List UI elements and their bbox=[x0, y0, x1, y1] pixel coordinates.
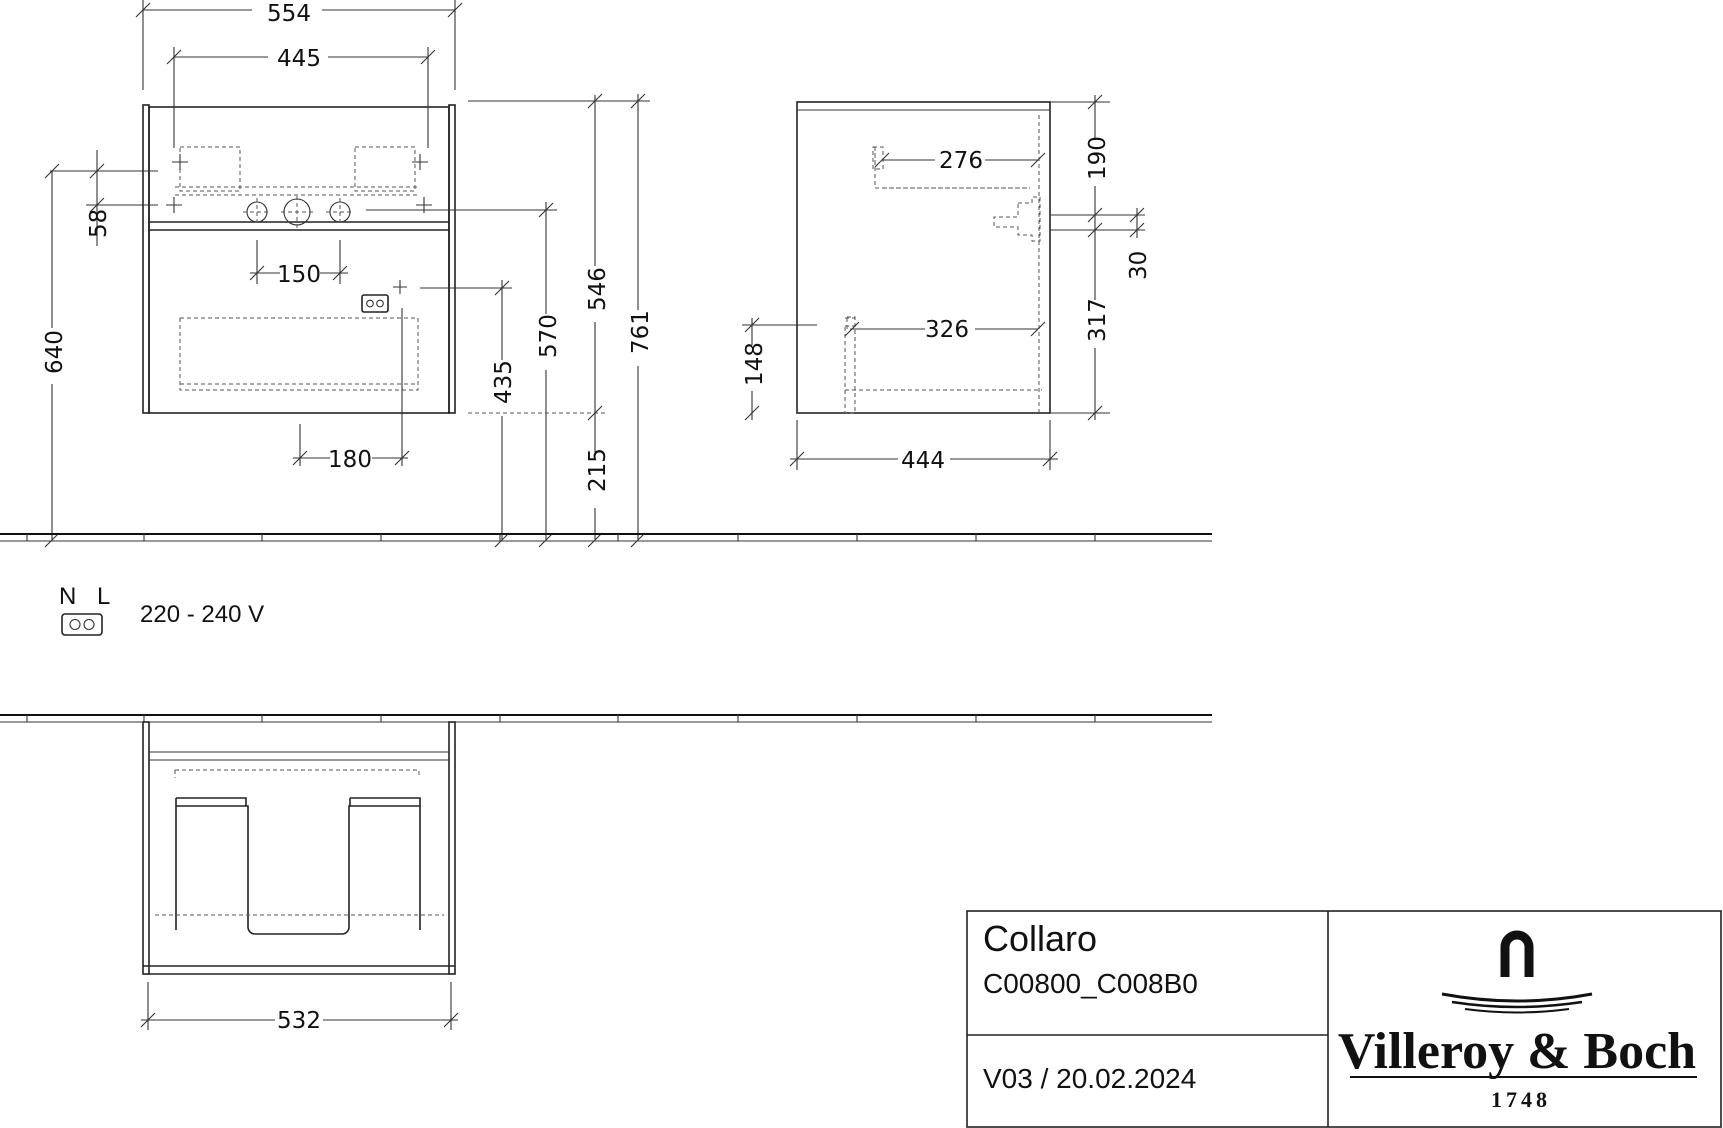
brand-name: Villeroy & Boch bbox=[1338, 1023, 1696, 1080]
front-view: 554 445 58 640 150 180 bbox=[40, 0, 654, 548]
title-block: Collaro C00800_C008B0 V03 / 20.02.2024 V… bbox=[966, 910, 1722, 1128]
neutral-label: N bbox=[59, 583, 76, 610]
floor-line bbox=[0, 533, 1212, 542]
dim-depth: 444 bbox=[901, 448, 945, 474]
plan-view: 532 bbox=[140, 721, 459, 1034]
socket-icon bbox=[61, 613, 103, 636]
voltage-label: 220 - 240 V bbox=[140, 601, 264, 628]
dim-inner-width: 445 bbox=[277, 46, 321, 72]
version-date: V03 / 20.02.2024 bbox=[983, 1063, 1196, 1094]
dim-body-height: 546 bbox=[585, 267, 611, 311]
electrical-socket-symbol: N L 220 - 240 V bbox=[59, 583, 264, 636]
product-name: Collaro bbox=[983, 918, 1097, 959]
wall-line bbox=[0, 714, 1212, 723]
dim-edge-offset: 58 bbox=[86, 209, 112, 238]
dim-socket-height: 435 bbox=[491, 360, 517, 404]
side-view: 276 326 148 444 190 317 30 bbox=[738, 94, 1152, 474]
dim-socket-offset: 180 bbox=[328, 447, 372, 473]
live-label: L bbox=[97, 583, 110, 610]
brand-year: 1748 bbox=[1491, 1087, 1551, 1112]
dim-drain-height: 570 bbox=[536, 314, 562, 358]
product-code: C00800_C008B0 bbox=[983, 968, 1198, 999]
dim-top-height: 761 bbox=[628, 310, 654, 354]
dim-mount-height: 640 bbox=[42, 330, 68, 374]
dim-valve-spacing: 150 bbox=[277, 262, 321, 288]
dim-floor-gap: 215 bbox=[585, 448, 611, 492]
dim-lower-height: 317 bbox=[1085, 298, 1111, 342]
dim-overall-width: 554 bbox=[267, 1, 311, 27]
dim-upper-height: 190 bbox=[1085, 136, 1111, 180]
dim-upper-width: 276 bbox=[939, 148, 983, 174]
brand-logo: Villeroy & Boch 1748 bbox=[1338, 930, 1697, 1112]
dim-lower-left-height: 148 bbox=[742, 342, 768, 386]
dim-gap-height: 30 bbox=[1126, 251, 1152, 280]
dim-lower-width: 326 bbox=[925, 317, 969, 343]
dim-plan-width: 532 bbox=[277, 1008, 321, 1034]
